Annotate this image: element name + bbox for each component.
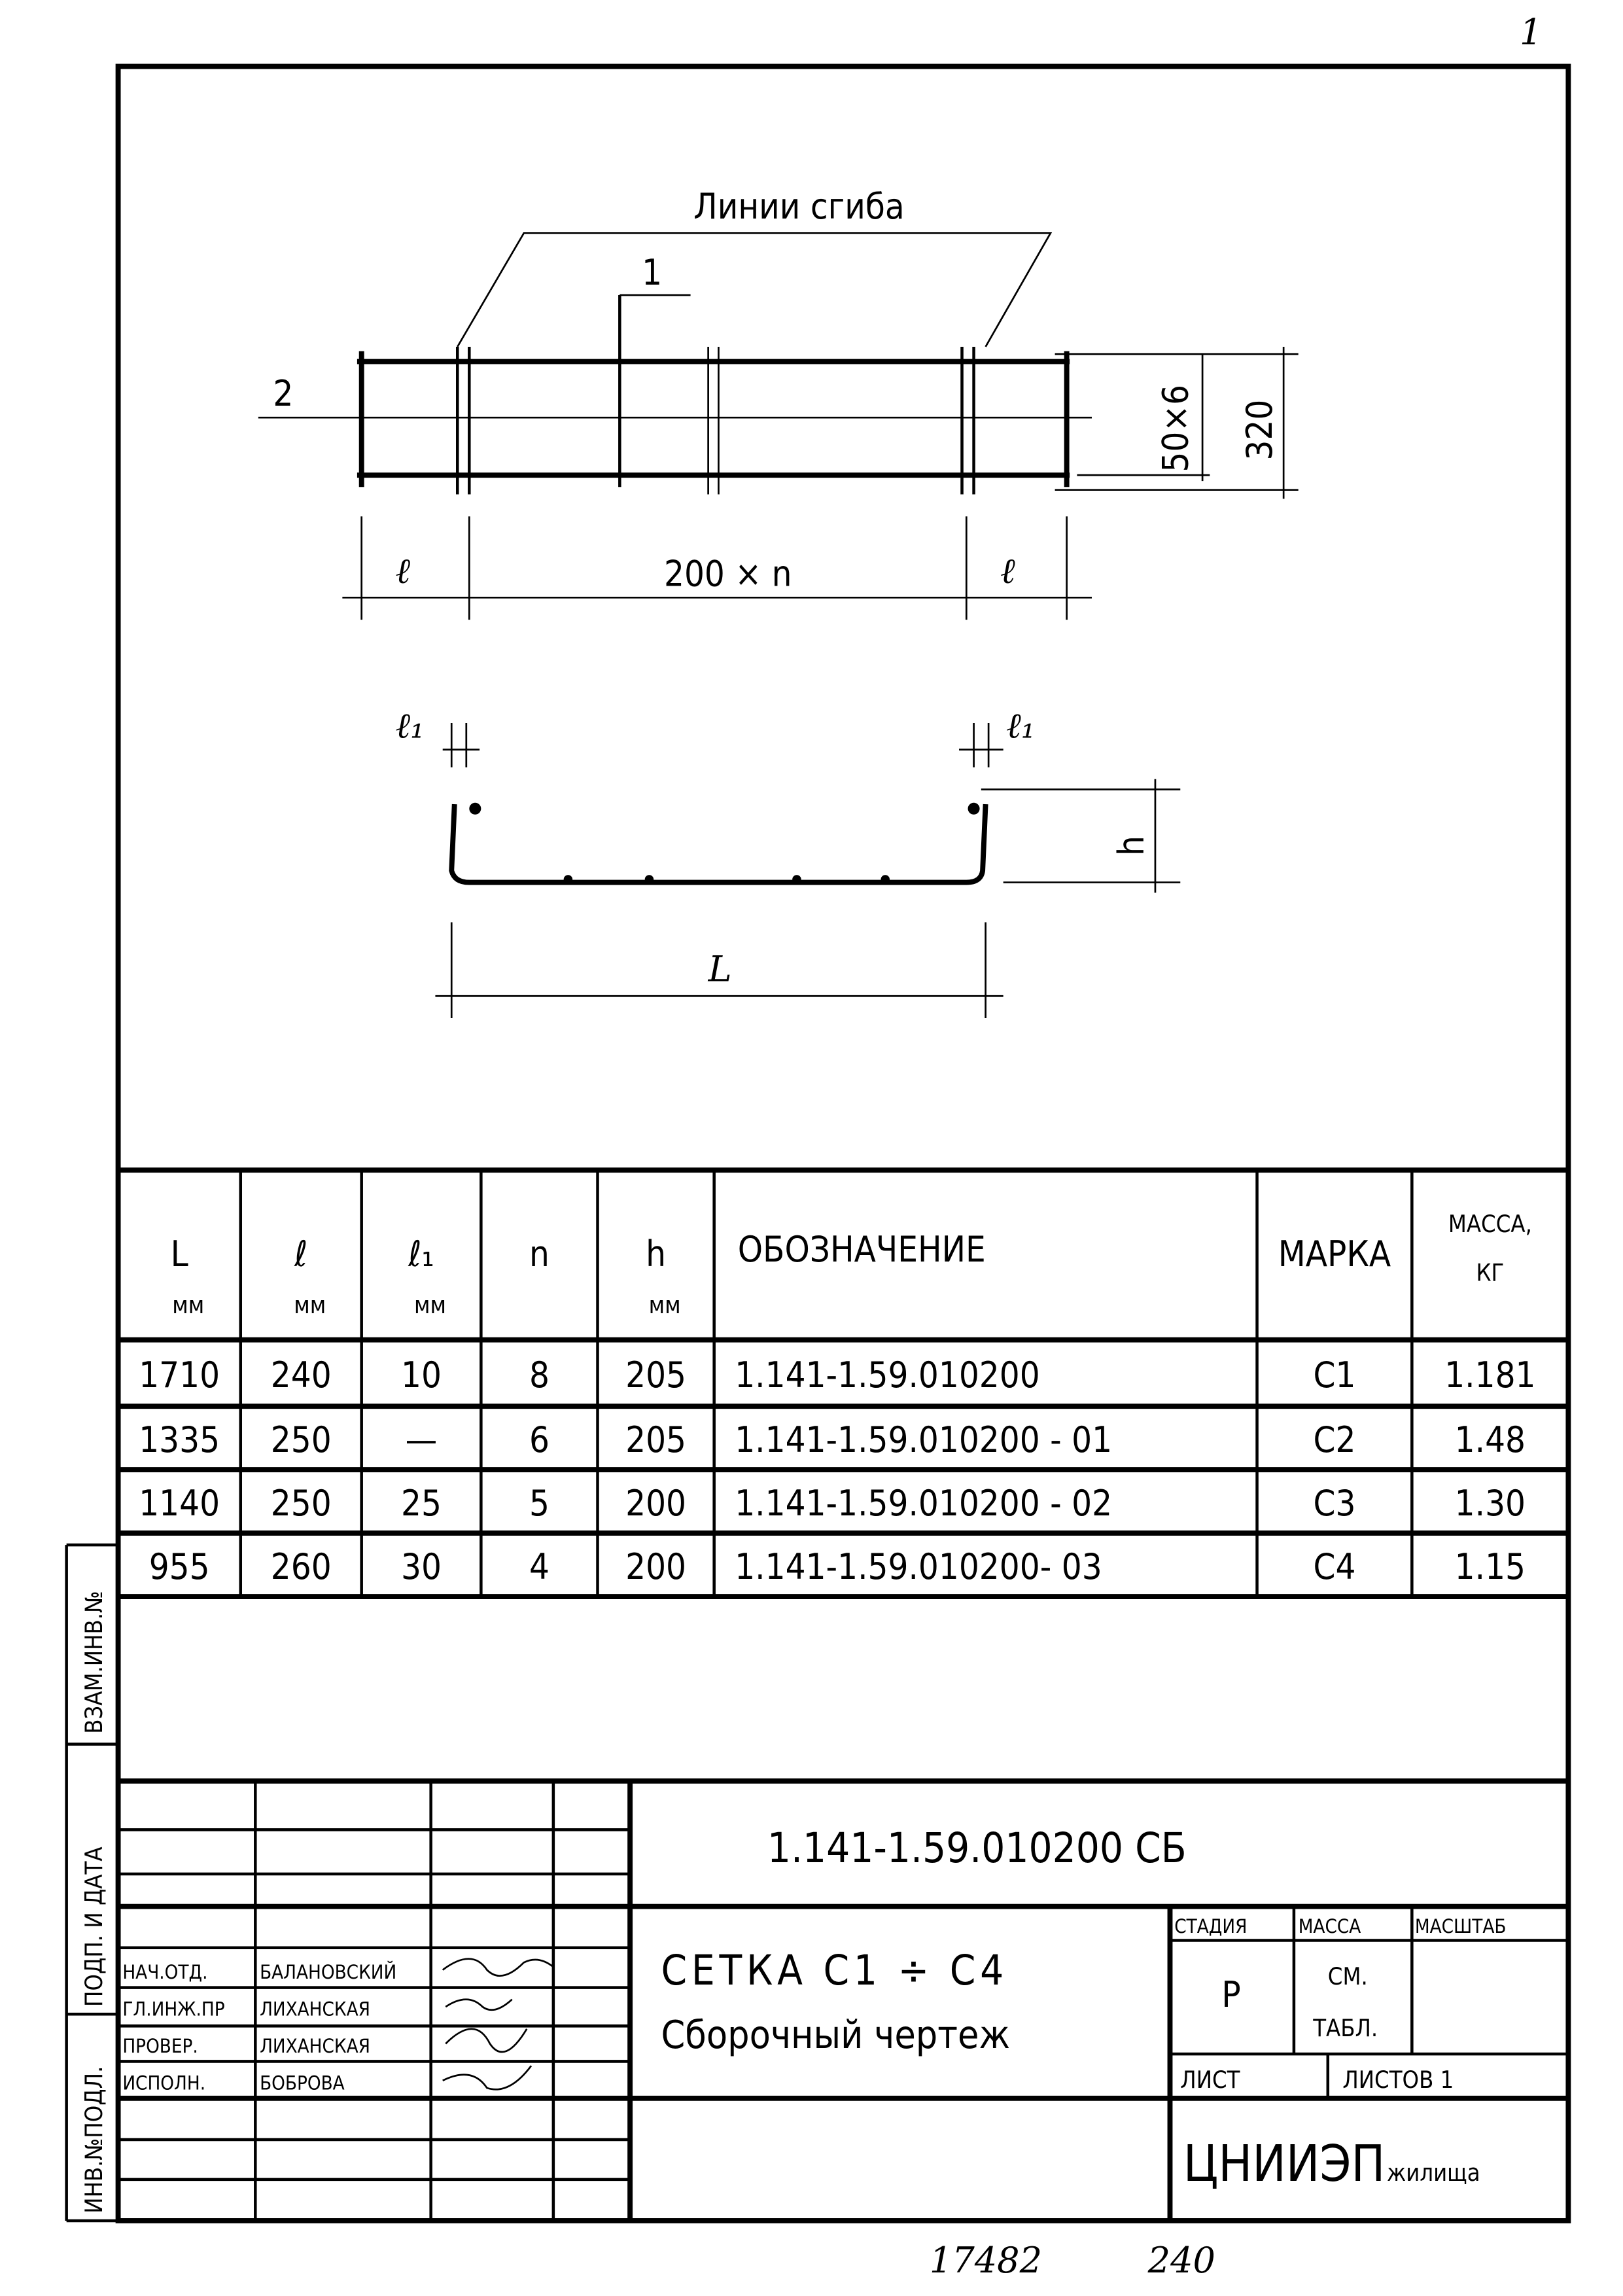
signer-role: ГЛ.ИНЖ.ПР xyxy=(122,1998,224,2021)
bend-lines-label: Линии сгиба xyxy=(693,186,905,227)
table-cell: 205 xyxy=(625,1354,686,1396)
signer-role: НАЧ.ОТД. xyxy=(122,1961,207,1983)
table-cell: 1710 xyxy=(139,1354,220,1396)
table-row: 1710 240 10 8 205 1.141-1.59.010200 С1 1.181 xyxy=(139,1354,1535,1396)
table-cell: — xyxy=(406,1419,438,1460)
signer-name: БОБРОВА xyxy=(260,2072,345,2094)
table-cell: 205 xyxy=(625,1419,686,1460)
header-mass-unit: КГ xyxy=(1476,1259,1504,1286)
table-cell: 4 xyxy=(529,1546,550,1587)
dim-l1-right: ℓ₁ xyxy=(1006,705,1035,747)
table-cell: 240 xyxy=(271,1354,332,1396)
table-cell: 250 xyxy=(271,1483,332,1524)
title-block xyxy=(118,1778,1569,2221)
header-4: h xyxy=(646,1233,666,1275)
header-unit-0: мм xyxy=(172,1292,204,1319)
side-label-sign-date: ПОДП. И ДАТА xyxy=(80,1846,108,2007)
header-unit-4: мм xyxy=(649,1292,681,1319)
dim-l-right: ℓ xyxy=(1000,550,1015,592)
doc-code: 1.141-1.59.010200 СБ xyxy=(767,1824,1187,1872)
cell-designation: 1.141-1.59.010200 xyxy=(735,1354,1039,1396)
dim-mid: 200 × n xyxy=(664,553,792,594)
side-label-orig-inv: ИНВ.№ПОДЛ. xyxy=(80,2066,108,2214)
table-cell: С2 xyxy=(1313,1419,1355,1460)
stage-label: СТАДИЯ xyxy=(1174,1915,1247,1937)
title-line2: Сборочный чертеж xyxy=(661,2013,1010,2057)
mass-value-1: СМ. xyxy=(1328,1963,1368,1990)
org-main: ЦНИИЭП xyxy=(1183,2135,1386,2193)
header-designation: ОБОЗНАЧЕНИЕ xyxy=(738,1229,986,1270)
header-1: ℓ xyxy=(294,1233,307,1275)
table-row: 1335 250 — 6 205 1.141-1.59.010200 - 01 С2 1.48 xyxy=(139,1419,1526,1460)
table-cell: 955 xyxy=(149,1546,210,1587)
dim-width: 320 xyxy=(1239,400,1280,461)
header-0: L xyxy=(171,1233,188,1275)
table-cell: 1.48 xyxy=(1455,1419,1526,1460)
table-row: 1140 250 25 5 200 1.141-1.59.010200 - 02 С3 1.3… xyxy=(139,1483,1526,1524)
header-unit-2: мм xyxy=(414,1292,446,1319)
header-6: МАРКА xyxy=(1278,1233,1391,1275)
signer-name: ЛИХАНСКАЯ xyxy=(260,2035,370,2057)
cell-designation: 1.141-1.59.010200 - 02 xyxy=(735,1483,1112,1524)
signer-role: ИСПОЛН. xyxy=(122,2072,205,2094)
org-sub: жилища xyxy=(1387,2159,1480,2187)
side-label-replaced-inv: ВЗАМ.ИНВ.№ xyxy=(80,1591,108,1734)
mass-label: МАССА xyxy=(1299,1915,1361,1937)
position-1: 1 xyxy=(642,252,662,293)
dim-L: L xyxy=(708,949,732,990)
cell-designation: 1.141-1.59.010200- 03 xyxy=(735,1546,1102,1587)
table-cell: С3 xyxy=(1313,1483,1355,1524)
footer-num1: 17482 xyxy=(930,2240,1042,2281)
header-3: n xyxy=(529,1233,550,1275)
scale-label: МАСШТАБ xyxy=(1415,1915,1507,1937)
table-cell: 260 xyxy=(271,1546,332,1587)
table-cell: 1335 xyxy=(139,1419,220,1460)
header-unit-1: мм xyxy=(294,1292,326,1319)
stage-value: Р xyxy=(1221,1974,1240,2015)
side-strip xyxy=(65,1543,118,2223)
sheets-label: ЛИСТОВ 1 xyxy=(1342,2066,1454,2094)
plan-view xyxy=(258,232,1299,620)
dim-l-left: ℓ xyxy=(396,550,411,592)
table-cell: 30 xyxy=(401,1546,442,1587)
table-cell: 1140 xyxy=(139,1483,220,1524)
sheet-label: ЛИСТ xyxy=(1180,2066,1240,2094)
table-cell: 6 xyxy=(529,1419,550,1460)
table-cell: С1 xyxy=(1313,1354,1355,1396)
footer-num2: 240 xyxy=(1147,2240,1215,2281)
section-view xyxy=(435,723,1181,1019)
table-cell: 25 xyxy=(401,1483,442,1524)
table-cell: 8 xyxy=(529,1354,550,1396)
table-cell: 250 xyxy=(271,1419,332,1460)
cell-designation: 1.141-1.59.010200 - 01 xyxy=(735,1419,1112,1460)
signer-name: БАЛАНОВСКИЙ xyxy=(260,1960,396,1983)
table-cell: 1.181 xyxy=(1444,1354,1535,1396)
table-cell: 1.15 xyxy=(1455,1546,1526,1587)
corner-mark: 1 xyxy=(1520,12,1542,53)
table-cell: С4 xyxy=(1313,1546,1355,1587)
table-cell: 1.30 xyxy=(1455,1483,1526,1524)
table-cell: 200 xyxy=(625,1546,686,1587)
table-cell: 5 xyxy=(529,1483,550,1524)
table-cell: 200 xyxy=(625,1483,686,1524)
table-row: 955 260 30 4 200 1.141-1.59.010200- 03 С4 1.15 xyxy=(149,1546,1526,1587)
dim-h: h xyxy=(1111,836,1152,856)
title-line1: СЕТКА С1 ÷ С4 xyxy=(661,1946,1008,1994)
header-mass: МАССА, xyxy=(1448,1210,1532,1238)
position-2: 2 xyxy=(273,373,293,414)
spec-table xyxy=(118,1167,1569,1600)
frame xyxy=(115,63,1571,2223)
mass-value-2: ТАБЛ. xyxy=(1312,2015,1378,2042)
table-cell: 10 xyxy=(401,1354,442,1396)
header-2: ℓ₁ xyxy=(408,1233,434,1275)
signer-role: ПРОВЕР. xyxy=(122,2035,198,2057)
dim-l1-left: ℓ₁ xyxy=(396,705,425,747)
dim-spacing: 50×6 xyxy=(1155,385,1196,472)
signer-name: ЛИХАНСКАЯ xyxy=(260,1998,370,2021)
